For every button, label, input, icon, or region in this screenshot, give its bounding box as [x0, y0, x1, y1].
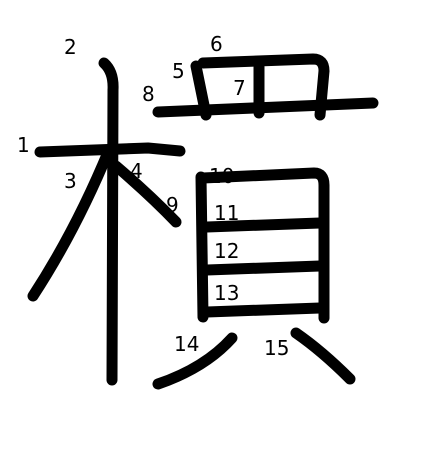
stroke-number-4: 4 — [130, 159, 143, 183]
stroke-6-path — [197, 53, 330, 121]
stroke-number-10: 10 — [209, 164, 234, 188]
stroke-number-12: 12 — [214, 239, 239, 263]
stroke-number-1: 1 — [17, 133, 30, 157]
stroke-3-path — [27, 144, 115, 302]
stroke-number-8: 8 — [142, 82, 155, 106]
stroke-2-path — [98, 57, 119, 386]
stroke-paths — [27, 53, 379, 390]
stroke-number-11: 11 — [214, 201, 239, 225]
stroke-15-path — [290, 327, 356, 385]
stroke-number-5: 5 — [172, 59, 185, 83]
stroke-numbers: 1 2 3 4 5 6 7 8 9 10 11 12 13 14 15 — [17, 32, 289, 360]
stroke-14-path — [152, 332, 238, 390]
stroke-13-path — [201, 302, 326, 318]
stroke-9-path — [195, 171, 209, 323]
stroke-number-14: 14 — [174, 332, 199, 356]
stroke-4-path — [110, 160, 182, 228]
stroke-number-3: 3 — [64, 169, 77, 193]
stroke-11-path — [201, 217, 326, 233]
stroke-12-path — [201, 260, 326, 276]
stroke-number-7: 7 — [233, 76, 246, 100]
stroke-number-6: 6 — [210, 32, 223, 56]
stroke-10-path — [197, 167, 330, 324]
stroke-number-2: 2 — [64, 35, 77, 59]
stroke-8-path — [152, 97, 379, 118]
stroke-number-9: 9 — [166, 193, 179, 217]
stroke-1-path — [34, 142, 186, 158]
stroke-number-13: 13 — [214, 281, 239, 305]
stroke-number-15: 15 — [264, 336, 289, 360]
